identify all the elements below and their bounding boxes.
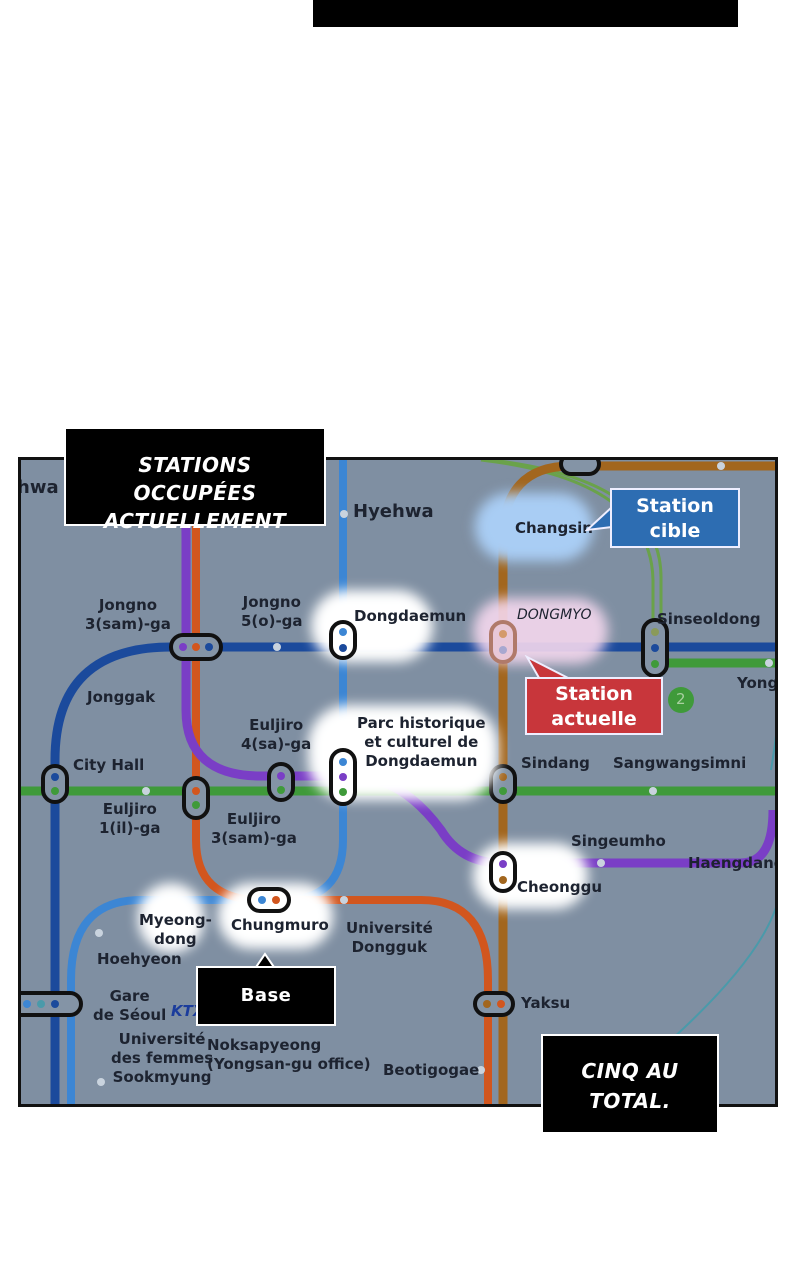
label-cheonggu: Cheonggu: [517, 878, 602, 896]
label-dongguk: Université Dongguk: [346, 919, 433, 956]
label-hyehwa-cut: hwa: [18, 477, 59, 498]
line-teal-b: [670, 907, 775, 1041]
label-dongdaemun: Dongdaemun: [354, 607, 467, 625]
label-myeongdong: Myeong- dong: [139, 911, 212, 948]
highlight-myeongdong: [138, 883, 204, 953]
label-sinseoldong: Sinseoldong: [657, 610, 761, 628]
current-station-callout: Station actuelle: [525, 677, 663, 735]
label-jonggak: Jonggak: [87, 688, 156, 706]
target-station-callout: Station cible: [610, 488, 740, 548]
line-2-badge: 2: [676, 690, 686, 708]
label-noksapyeong: Noksapyeong (Yongsan-gu office): [207, 1036, 371, 1073]
line3: [192, 460, 492, 1104]
label-sookmyung: Université des femmes Sookmyung: [111, 1030, 214, 1086]
label-changsin: Changsin: [515, 519, 593, 537]
line-teal: [770, 735, 775, 771]
label-sindang: Sindang: [521, 754, 590, 772]
caption-base: Base: [196, 966, 336, 1026]
subway-map: 2 hwa Hyehwa Changsin Jongno 3(sam)-ga J…: [18, 457, 778, 1107]
line1: [50, 642, 775, 1104]
caption-five-total: CINQ AU TOTAL.: [541, 1034, 719, 1134]
label-dongmyo: DONGMYO: [517, 607, 592, 623]
label-haengdang: Haengdang: [688, 854, 778, 872]
label-singeumho: Singeumho: [571, 832, 666, 850]
label-hyehwa: Hyehwa: [353, 501, 434, 522]
label-city-hall: City Hall: [73, 756, 145, 774]
label-euljiro4: Euljiro 4(sa)-ga: [241, 716, 312, 753]
label-euljiro1: Euljiro 1(il)-ga: [99, 800, 161, 837]
station-dots: [23, 628, 694, 1008]
label-jongno5: Jongno 5(o)-ga: [241, 593, 303, 630]
line-2-badge-circle: [668, 687, 694, 713]
caption-occupied-stations: STATIONS OCCUPÉES ACTUELLEMENT: [64, 427, 326, 533]
highlight-dongdaemun: [311, 590, 433, 662]
label-hoehyeon: Hoehyeon: [97, 950, 182, 968]
highlight-changsin: [475, 493, 593, 561]
label-seoul-station: Gare de Séoul: [93, 987, 167, 1024]
label-jongno3: Jongno 3(sam)-ga: [85, 596, 171, 633]
highlight-cheonggu: [473, 843, 588, 909]
label-parc: Parc historique et culturel de Dongdaemu…: [357, 714, 486, 770]
label-yaksu: Yaksu: [521, 994, 571, 1012]
label-chungmuro: Chungmuro: [231, 916, 329, 934]
label-euljiro3: Euljiro 3(sam)-ga: [211, 810, 297, 847]
label-yong: Yong: [737, 674, 778, 692]
label-beotigogae: Beotigogae: [383, 1061, 480, 1079]
top-black-bar: [313, 0, 738, 27]
label-sangwangsimni: Sangwangsimni: [613, 754, 747, 772]
